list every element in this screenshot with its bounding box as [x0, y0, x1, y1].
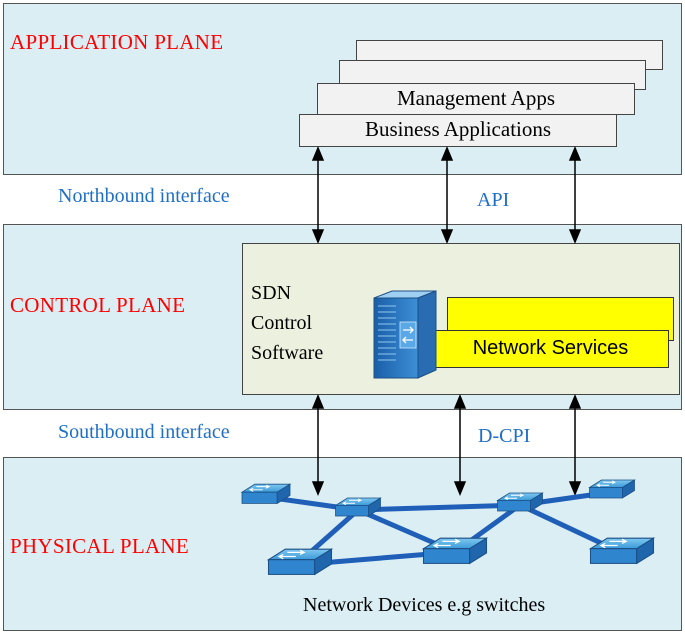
switch-icon	[421, 537, 489, 565]
network-services-label: Network Services	[472, 337, 629, 359]
business-applications-card: Business Applications	[299, 114, 617, 147]
server-icon	[373, 290, 437, 379]
network-devices-caption: Network Devices e.g switches	[303, 594, 546, 616]
application-plane-label: APPLICATION PLANE	[10, 30, 224, 54]
northbound-arrows	[311, 146, 582, 244]
switch-icon	[334, 497, 382, 517]
switch-icon	[496, 492, 544, 512]
sdn-text-line-2: Control	[251, 312, 313, 334]
switch-icon	[240, 483, 292, 505]
switch-icon	[266, 548, 334, 576]
sdn-text-line-1: SDN	[251, 282, 292, 304]
sdn-text-line-3: Software	[251, 342, 324, 364]
northbound-api-label: API	[477, 189, 510, 211]
southbound-arrows	[311, 394, 582, 496]
physical-plane	[3, 457, 682, 631]
southbound-interface-label: Southbound interface	[58, 421, 230, 443]
management-apps-card: Management Apps	[317, 83, 635, 115]
switch-icon	[588, 537, 656, 565]
switch-icon	[588, 479, 636, 499]
sdn-control-software-label: SDN Control Software	[251, 278, 323, 368]
southbound-api-label: D-CPI	[478, 425, 531, 447]
management-apps-label: Management Apps	[396, 86, 556, 110]
business-applications-label: Business Applications	[364, 117, 552, 141]
physical-plane-label: PHYSICAL PLANE	[10, 534, 190, 558]
northbound-interface-label: Northbound interface	[58, 185, 230, 207]
control-plane-label: CONTROL PLANE	[10, 293, 186, 317]
network-services-card: Network Services	[432, 330, 669, 368]
